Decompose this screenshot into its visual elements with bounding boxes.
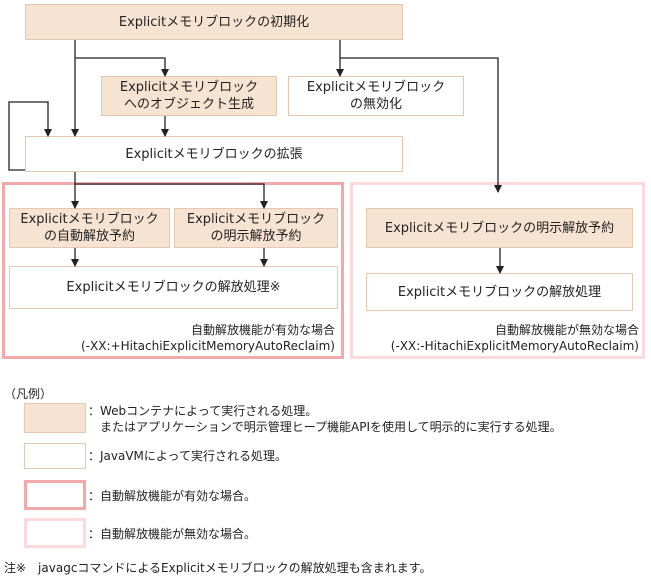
enabled-condition-label: 自動解放機能が有効な場合 (-XX:+HitachiExplicitMemory…: [81, 323, 335, 353]
legend-enabled-swatch: [24, 480, 86, 510]
release-left-node: Explicitメモリブロックの解放処理※: [9, 266, 338, 309]
edge-init-right-region: [340, 57, 502, 193]
legend-enabled-text: ：自動解放機能が有効な場合。: [88, 489, 257, 503]
explicit-reserve-left-node: Explicitメモリブロック の明示解放予約: [174, 208, 338, 248]
edge-init-create: [75, 57, 169, 77]
legend-title: （凡例）: [4, 387, 53, 401]
edge-extend-explicit-left: [75, 183, 268, 209]
legend-disabled-text: ：自動解放機能が無効な場合。: [88, 527, 257, 541]
legend-filled-swatch: [24, 403, 86, 433]
disabled-condition-label: 自動解放機能が無効な場合 (-XX:-HitachiExplicitMemory…: [390, 323, 639, 353]
legend-white-swatch: [24, 443, 86, 469]
legend-white-text: ：JavaVMによって実行される処理。: [88, 449, 287, 463]
legend-filled-text: ：Webコンテナによって実行される処理。 またはアプリケーションで明示管理ヒープ…: [88, 404, 562, 434]
release-right-node: Explicitメモリブロックの解放処理: [366, 273, 633, 311]
explicit-reserve-right-node: Explicitメモリブロックの明示解放予約: [366, 208, 633, 248]
auto-reserve-node: Explicitメモリブロック の自動解放予約: [9, 208, 170, 248]
extend-node: Explicitメモリブロックの拡張: [25, 136, 403, 172]
legend-disabled-swatch: [24, 518, 86, 548]
edge-extend-loop: [8, 101, 52, 171]
disable-node: Explicitメモリブロック の無効化: [288, 76, 464, 116]
init-node: Explicitメモリブロックの初期化: [25, 4, 403, 40]
create-object-node: Explicitメモリブロック へのオブジェクト生成: [101, 76, 277, 116]
footnote: 注※ javagcコマンドによるExplicitメモリブロックの解放処理も含まれ…: [4, 561, 432, 575]
